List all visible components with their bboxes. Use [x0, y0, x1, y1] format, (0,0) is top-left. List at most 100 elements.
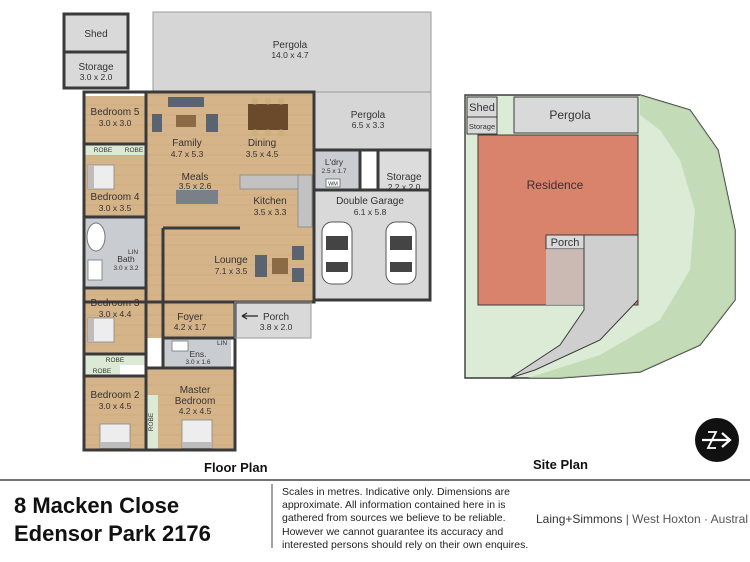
robe5-label: ROBE — [148, 412, 155, 431]
foyer-label: Foyer — [177, 312, 203, 323]
lounge-chair-2 — [292, 268, 304, 282]
family-label: Family — [172, 138, 201, 149]
bedroom5-room — [84, 96, 146, 144]
site-pergola-label: Pergola — [549, 108, 591, 122]
porch-area — [235, 302, 311, 338]
lounge-table — [272, 258, 288, 274]
bathtub — [86, 222, 106, 252]
wm-label: WM — [328, 182, 338, 188]
garden-border — [528, 95, 735, 378]
agency-office: | West Hoxton · Austral — [625, 512, 749, 526]
hall-zone — [146, 228, 163, 338]
lounge-sofa — [255, 255, 267, 277]
bedroom2-label: Bedroom 2 — [91, 390, 140, 401]
bath-vanity — [87, 259, 103, 281]
storage-small-dims: 3.0 x 2.0 — [80, 72, 113, 82]
family-dims: 4.7 x 5.3 — [171, 149, 204, 159]
robe5 — [147, 395, 158, 449]
bedroom5-dims: 3.0 x 3.0 — [99, 118, 132, 128]
bedroom5-label: Bedroom 5 — [91, 107, 140, 118]
bedroom2-dims: 3.0 x 4.5 — [99, 401, 132, 411]
north-arrow-icon — [695, 418, 739, 462]
robe4 — [84, 365, 120, 376]
site-porch-label: Porch — [551, 237, 580, 249]
site-storage-label: Storage — [469, 122, 495, 131]
storage-small-room — [62, 50, 130, 90]
bed-bedroom2 — [99, 423, 131, 449]
kitchen-label: Kitchen — [253, 196, 286, 207]
site-residence-label: Residence — [527, 178, 584, 192]
storage-garage-label: Storage — [386, 172, 421, 183]
entry-arrow-icon — [241, 312, 258, 320]
foyer-zone — [163, 302, 235, 338]
ens-dims: 3.0 x 1.6 — [186, 359, 211, 366]
pergola-side-area — [313, 91, 432, 151]
bed-bedroom3 — [87, 317, 115, 343]
storage-garage-dims: 2.2 x 2.0 — [388, 182, 421, 192]
robe1 — [84, 144, 122, 155]
family-table — [176, 115, 196, 127]
car-left — [321, 221, 353, 285]
meals-label: Meals — [182, 172, 209, 183]
bath-label: Bath — [117, 254, 135, 264]
disclaimer-text: Scales in metres. Indicative only. Dimen… — [282, 486, 529, 551]
laundry-dims: 2.5 x 1.7 — [322, 168, 347, 175]
robe2-label: ROBE — [125, 147, 144, 154]
kitchen-bench-side — [297, 174, 313, 228]
foyer-dims: 4.2 x 1.7 — [174, 322, 207, 332]
wm-box — [325, 178, 341, 188]
lin1-label: LIN — [128, 249, 138, 256]
agency-brand: Laing+Simmons | West Hoxton · Austral — [536, 512, 748, 526]
site-storage — [466, 116, 498, 135]
pergola-main-label: Pergola — [273, 40, 308, 51]
pergola-main-area — [152, 11, 432, 93]
kitchen-dims: 3.5 x 3.3 — [254, 207, 287, 217]
bedroom3-dims: 3.0 x 4.4 — [99, 309, 132, 319]
bedroom4-label: Bedroom 4 — [91, 192, 140, 203]
site-shed-label: Shed — [469, 102, 495, 114]
laundry-label: L'dry — [325, 157, 344, 167]
robe3-label: ROBE — [106, 357, 125, 364]
lounge-label: Lounge — [214, 255, 248, 266]
garage-dims: 6.1 x 5.8 — [354, 207, 387, 217]
family-chair-right — [206, 114, 218, 132]
robe1-label: ROBE — [94, 147, 113, 154]
bath-dims: 3.0 x 3.2 — [114, 265, 139, 272]
bedroom3-label: Bedroom 3 — [91, 298, 140, 309]
lounge-dims: 7.1 x 3.5 — [215, 266, 248, 276]
kitchen-island — [176, 190, 218, 204]
ens-vanity — [171, 340, 189, 352]
pergola-side-dims: 6.5 x 3.3 — [352, 120, 385, 130]
master-dims: 4.2 x 4.5 — [179, 406, 212, 416]
garage-label: Double Garage — [336, 196, 404, 207]
dining-dims: 3.5 x 4.5 — [246, 149, 279, 159]
agency-name: Laing+Simmons — [536, 512, 623, 526]
kitchen-bench — [239, 174, 301, 190]
master-label-2: Bedroom — [175, 396, 216, 407]
robe2 — [122, 144, 146, 155]
pergola-main-dims: 14.0 x 4.7 — [271, 50, 309, 60]
storage-small-label: Storage — [78, 62, 113, 73]
site-plan-caption: Site Plan — [533, 457, 588, 472]
site-driveway — [509, 234, 639, 379]
lounge-chair — [292, 246, 304, 260]
floor-plan-caption: Floor Plan — [204, 460, 268, 475]
storage-garage-room — [378, 150, 428, 190]
meals-dims: 3.5 x 2.6 — [179, 181, 212, 191]
family-chair-left — [152, 114, 162, 132]
robe3 — [84, 354, 146, 365]
bed-master — [181, 419, 213, 449]
walls — [82, 90, 432, 452]
dining-table — [248, 104, 288, 130]
master-label-1: Master — [180, 385, 211, 396]
robe4-label: ROBE — [93, 368, 112, 375]
lin2-label: LIN — [217, 340, 227, 347]
porch-dims: 3.8 x 2.0 — [260, 322, 293, 332]
bed-bedroom4 — [87, 164, 115, 190]
porch-outline — [234, 301, 312, 339]
address-line1: 8 Macken Close — [14, 493, 180, 518]
address-line2: Edensor Park 2176 — [14, 521, 211, 546]
family-sofa — [168, 97, 204, 107]
site-pergola — [513, 96, 639, 134]
